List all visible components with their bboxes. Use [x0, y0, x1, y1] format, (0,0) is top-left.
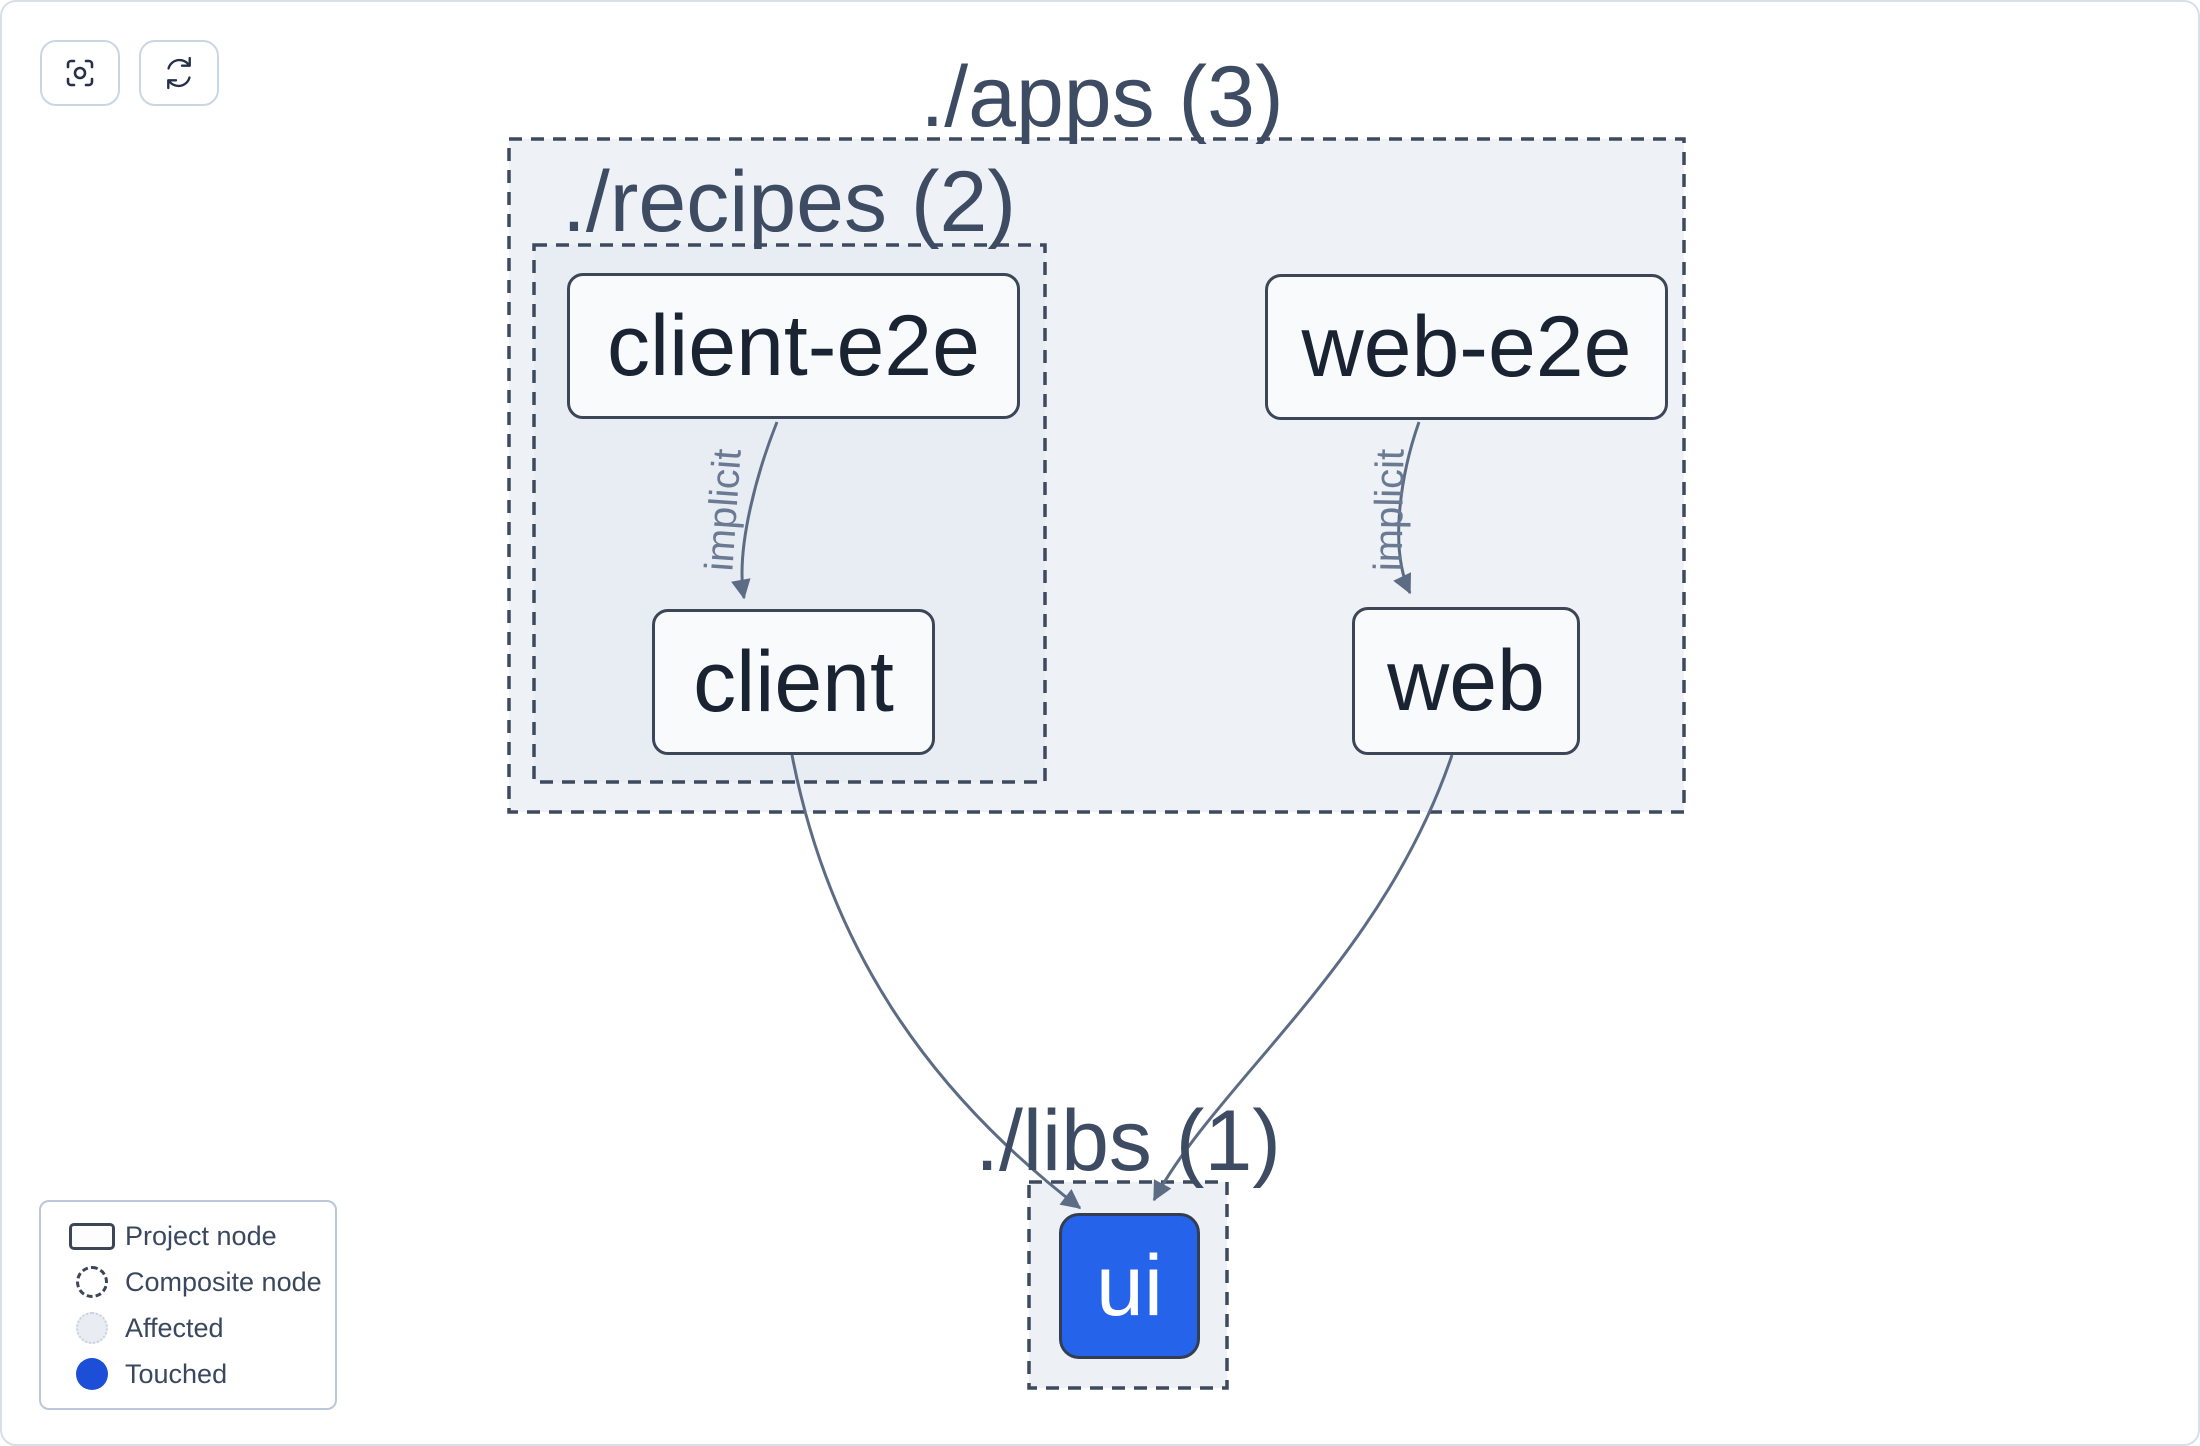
edge-client-to-ui[interactable]: [790, 754, 1082, 1210]
container-label-recipes[interactable]: ./recipes (2): [561, 154, 1017, 250]
touched-swatch: [76, 1358, 108, 1390]
refresh-icon: [167, 56, 191, 90]
project-node-swatch: [69, 1222, 115, 1250]
project-node-web[interactable]: web: [1352, 607, 1580, 755]
legend-label: Project node: [125, 1220, 277, 1251]
center-graph-button[interactable]: [40, 40, 120, 106]
legend-item-project-node: Project node: [41, 1213, 335, 1259]
refresh-button[interactable]: [139, 40, 219, 106]
container-label-apps[interactable]: ./apps (3): [920, 49, 1284, 145]
container-label-libs[interactable]: ./libs (1): [975, 1093, 1281, 1189]
project-node-ui[interactable]: ui: [1059, 1213, 1200, 1359]
project-node-web-e2e[interactable]: web-e2e: [1265, 274, 1668, 420]
legend-label: Touched: [125, 1358, 228, 1389]
legend-label: Composite node: [125, 1266, 322, 1297]
project-node-client-e2e[interactable]: client-e2e: [567, 273, 1020, 419]
composite-node-swatch: [76, 1266, 108, 1298]
crosshair-focus-icon: [66, 59, 94, 87]
legend-item-composite-node: Composite node: [41, 1259, 335, 1305]
edge-label-implicit-web: implicit: [1366, 448, 1413, 572]
legend-item-touched: Touched: [41, 1351, 335, 1397]
affected-swatch: [76, 1312, 108, 1344]
edge-web-e2e-to-web[interactable]: [1393, 421, 1421, 595]
edge-client-e2e-to-client[interactable]: [731, 421, 779, 600]
edge-web-to-ui[interactable]: [1152, 754, 1454, 1202]
graph-toolbar: [40, 40, 219, 106]
legend-item-affected: Affected: [41, 1305, 335, 1351]
graph-legend: Project node Composite node Affected Tou…: [39, 1200, 337, 1410]
edge-label-implicit-client: implicit: [697, 447, 750, 573]
project-node-client[interactable]: client: [652, 609, 935, 755]
legend-label: Affected: [125, 1312, 224, 1343]
